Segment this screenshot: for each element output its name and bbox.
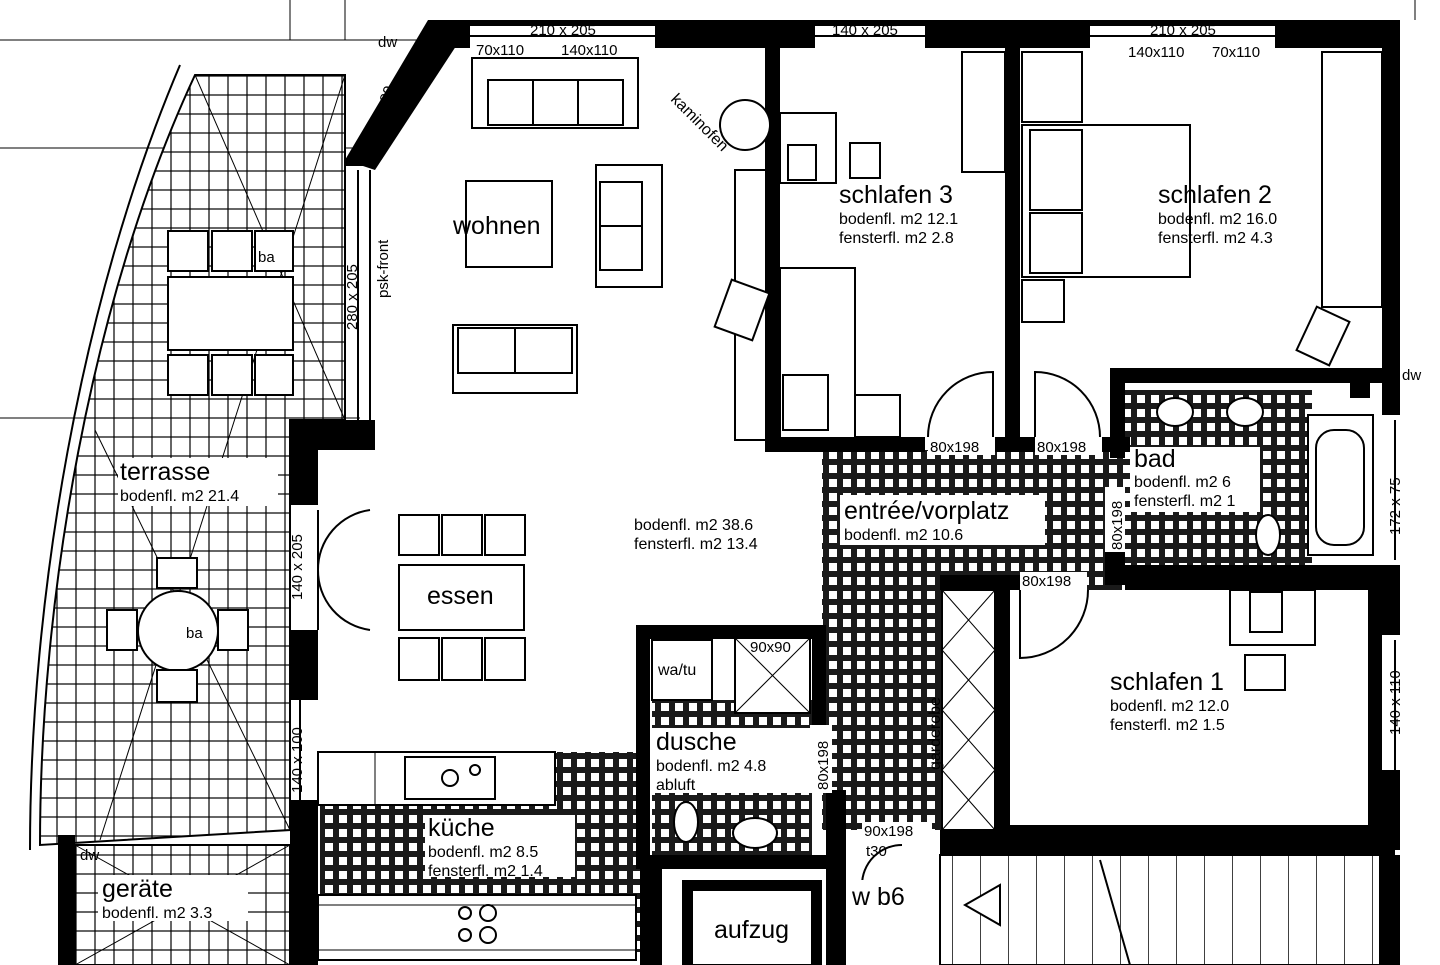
dim-door-dusche: 80x198 — [815, 741, 832, 790]
schlafen-3-floor-area: bodenfl. m2 12.1 — [839, 211, 958, 228]
dim-ba-2: ba — [186, 625, 203, 642]
dim-win-s1: 140 x 110 — [1387, 670, 1404, 735]
dim-win-top-mid: 140 x 205 — [832, 22, 898, 39]
dim-door-s2: 80x198 — [1037, 439, 1086, 456]
dim-shower: 90x90 — [750, 639, 791, 656]
room-kueche: küche — [428, 814, 495, 842]
room-entree: entrée/vorplatz — [844, 497, 1009, 525]
dim-win-bad: 172 x 75 — [1387, 477, 1404, 535]
dim-win-top-left-a: 70x110 — [476, 42, 524, 59]
dimension-labels: 210 x 205 70x110 140x110 140 x 205 210 x… — [57, 22, 1421, 960]
room-wasch: wa/tu — [657, 662, 696, 679]
dim-psk: 280 x 205 — [344, 264, 361, 330]
dim-win-top-left-b: 140x110 — [561, 42, 617, 59]
schlafen-2-window-area: fensterfl. m2 4.3 — [1158, 230, 1273, 247]
bad-window-area: fensterfl. m2 1 — [1134, 493, 1235, 510]
schlafen-1-floor-area: bodenfl. m2 12.0 — [1110, 698, 1229, 715]
dim-win-top-right-a: 140x110 — [1128, 44, 1184, 61]
terrasse-floor-area: bodenfl. m2 21.4 — [120, 488, 239, 505]
dusche-note: abluft — [656, 777, 696, 794]
dim-win-top-left: 210 x 205 — [530, 22, 596, 39]
kueche-window-area: fensterfl. m2 1.4 — [428, 863, 543, 880]
doors — [299, 370, 1396, 886]
terrace-furniture — [106, 230, 294, 703]
schlafen-1-window-area: fensterfl. m2 1.5 — [1110, 717, 1225, 734]
room-schlafen-3: schlafen 3 — [839, 181, 953, 209]
dim-door-bad: 80x198 — [1109, 501, 1126, 550]
schlafen-3-window-area: fensterfl. m2 2.8 — [839, 230, 954, 247]
room-bad: bad — [1134, 445, 1176, 473]
dim-door-s3: 80x198 — [930, 439, 979, 456]
dim-win-right-bottom: 210 — [1387, 935, 1404, 960]
dim-win-top-right: 210 x 205 — [1150, 22, 1216, 39]
room-terrasse: terrasse — [120, 458, 210, 486]
stair-hall — [939, 854, 1381, 965]
kitchen-counter — [317, 751, 637, 961]
dim-win-left-kueche: 140 x 100 — [289, 727, 306, 793]
room-geraete: geräte — [102, 875, 173, 903]
dusche-floor-area: bodenfl. m2 4.8 — [656, 758, 766, 775]
room-aufzug: aufzug — [714, 916, 789, 944]
dim-win-top-right-b: 70x110 — [1212, 44, 1260, 61]
entree-floor-area: bodenfl. m2 10.6 — [844, 527, 963, 544]
bedroom-furniture — [651, 51, 1383, 965]
room-schlafen-2: schlafen 2 — [1158, 181, 1272, 209]
kueche-floor-area: bodenfl. m2 8.5 — [428, 844, 538, 861]
room-schlafen-1: schlafen 1 — [1110, 668, 1224, 696]
windows — [357, 35, 1275, 420]
bad-floor-area: bodenfl. m2 6 — [1134, 474, 1231, 491]
garderobe-label: garderobe — [927, 697, 944, 770]
living-furniture — [398, 57, 771, 681]
wohnen-window-area: fensterfl. m2 13.4 — [634, 536, 758, 553]
room-essen: essen — [427, 582, 494, 610]
dim-win-geraete: 70x70 — [57, 899, 74, 940]
geraete-floor-area: bodenfl. m2 3.3 — [102, 905, 212, 922]
dim-psk-front: psk-front — [375, 239, 392, 298]
dim-dw-right: dw — [1402, 367, 1421, 384]
dim-dw-top: dw — [378, 34, 397, 51]
schlafen-2-floor-area: bodenfl. m2 16.0 — [1158, 211, 1277, 228]
dim-door-entry: 90x198 — [864, 823, 913, 840]
dim-door-s1: 80x198 — [1022, 573, 1071, 590]
dim-t30: t30 — [866, 843, 887, 860]
dim-win-left-essen: 140 x 205 — [289, 534, 306, 600]
dim-ba-1: ba — [258, 249, 275, 266]
room-dusche: dusche — [656, 728, 737, 756]
walls — [290, 20, 1400, 965]
room-wohnen: wohnen — [452, 212, 541, 240]
room-wb6: w b6 — [851, 883, 905, 911]
dim-dw-bottom: dw — [80, 847, 99, 864]
wohnen-floor-area: bodenfl. m2 38.6 — [634, 517, 753, 534]
